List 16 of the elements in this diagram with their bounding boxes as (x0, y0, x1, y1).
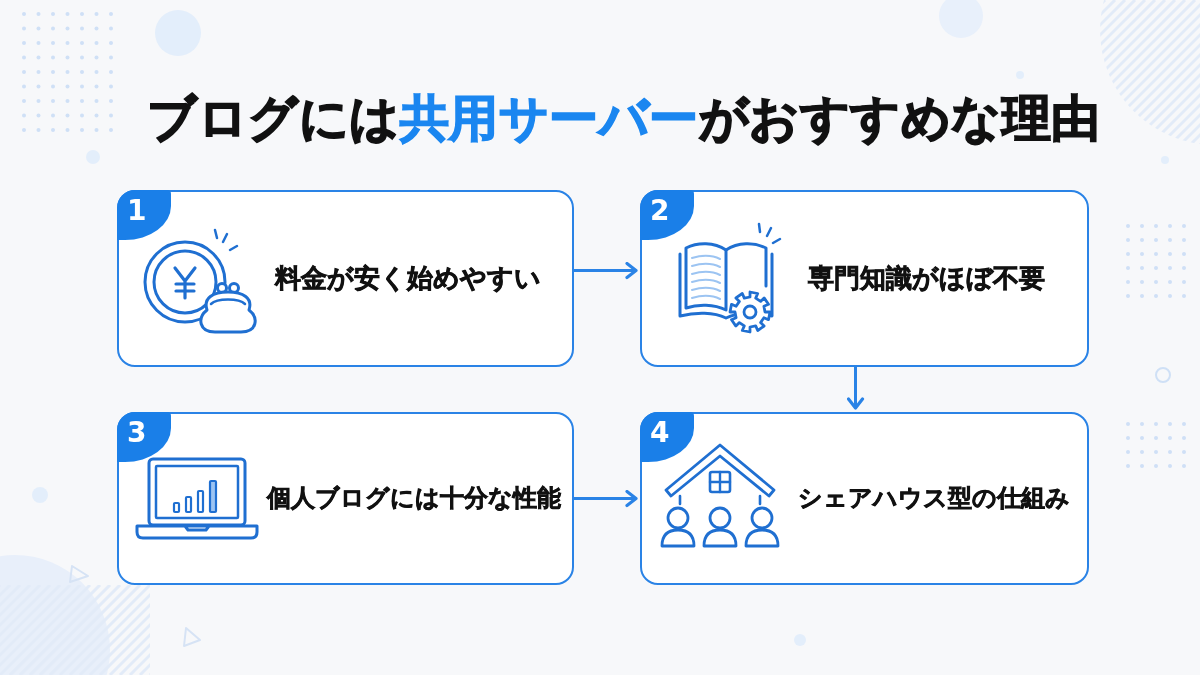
step-card (117, 412, 574, 585)
card-text: 専門知識がほぼ不要 (808, 261, 1045, 295)
step-number: 3 (117, 412, 171, 462)
step-number: 2 (640, 190, 694, 240)
card-text: シェアハウス型の仕組み (798, 482, 1070, 514)
arrow (846, 367, 865, 410)
step-number: 1 (117, 190, 171, 240)
arrow (574, 489, 638, 508)
card-text: 個人ブログには十分な性能 (267, 482, 561, 514)
step-number: 4 (640, 412, 694, 462)
step-card (640, 190, 1089, 367)
step-card (117, 190, 574, 367)
arrow (574, 261, 638, 280)
step-card (640, 412, 1089, 585)
title: ブログには共用サーバーがおすすめな理由 (147, 89, 1101, 149)
card-text: 料金が安く始めやすい (275, 261, 541, 295)
